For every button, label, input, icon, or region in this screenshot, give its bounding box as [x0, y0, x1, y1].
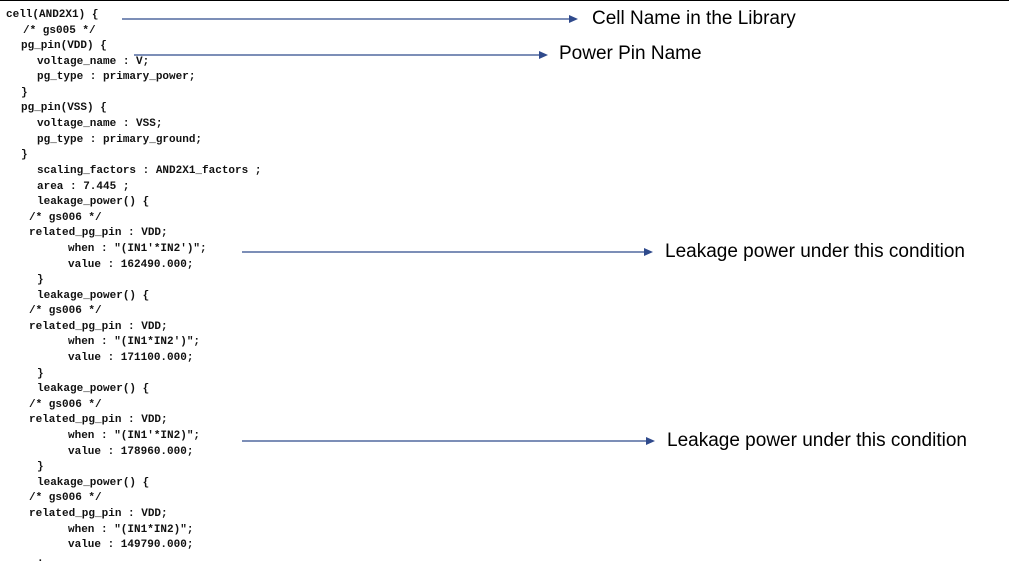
code-line: } [37, 461, 44, 473]
code-line: related_pg_pin : VDD; [29, 227, 168, 239]
arrow-head [539, 51, 548, 59]
code-line: related_pg_pin : VDD; [29, 414, 168, 426]
code-line: leakage_power() { [37, 383, 150, 395]
code-line: when : "(IN1'*IN2')"; [68, 243, 207, 255]
code-line: } [37, 274, 44, 286]
code-line: when : "(IN1*IN2')"; [68, 336, 201, 348]
code-line: /* gs005 */ [23, 25, 96, 37]
arrow-cell-name [122, 15, 578, 23]
code-line: /* gs006 */ [29, 492, 102, 504]
code-line: scaling_factors : AND2X1_factors ; [37, 165, 262, 177]
code-line: when : "(IN1*IN2)"; [68, 524, 194, 536]
code-line: /* gs006 */ [29, 399, 102, 411]
code-line: cell(AND2X1) { [6, 9, 99, 21]
code-line: related_pg_pin : VDD; [29, 508, 168, 520]
code-line: when : "(IN1'*IN2)"; [68, 430, 201, 442]
code-line: leakage_power() { [37, 290, 150, 302]
code-line: leakage_power() { [37, 477, 150, 489]
code-line: } [37, 368, 44, 380]
code-line: related_pg_pin : VDD; [29, 321, 168, 333]
callout-power-pin-name: Power Pin Name [559, 43, 702, 64]
arrow-head [569, 15, 578, 23]
code-line: /* gs006 */ [29, 212, 102, 224]
code-line: value : 162490.000; [68, 259, 194, 271]
code-line: pg_type : primary_ground; [37, 134, 203, 146]
code-line: value : 178960.000; [68, 446, 194, 458]
top-border-line [0, 0, 1009, 1]
arrow-leakage-1 [242, 248, 653, 256]
callout-leakage-condition-1: Leakage power under this condition [665, 241, 965, 262]
arrow-head [646, 437, 655, 445]
callout-cell-name: Cell Name in the Library [592, 8, 796, 29]
code-line: pg_pin(VDD) { [21, 40, 107, 52]
code-line: leakage_power() { [37, 196, 150, 208]
code-line: } [21, 149, 28, 161]
arrow-power-pin [134, 51, 548, 59]
code-line: pg_pin(VSS) { [21, 102, 107, 114]
callout-leakage-condition-2: Leakage power under this condition [667, 430, 967, 451]
code-line: voltage_name : VSS; [37, 118, 163, 130]
code-line: area : 7.445 ; [37, 181, 130, 193]
code-line: . [37, 553, 44, 565]
code-line: /* gs006 */ [29, 305, 102, 317]
arrow-head [644, 248, 653, 256]
code-line: value : 149790.000; [68, 539, 194, 551]
code-line: value : 171100.000; [68, 352, 194, 364]
code-line: } [21, 87, 28, 99]
code-line: pg_type : primary_power; [37, 71, 196, 83]
code-line: voltage_name : V; [37, 56, 150, 68]
arrow-leakage-2 [242, 437, 655, 445]
